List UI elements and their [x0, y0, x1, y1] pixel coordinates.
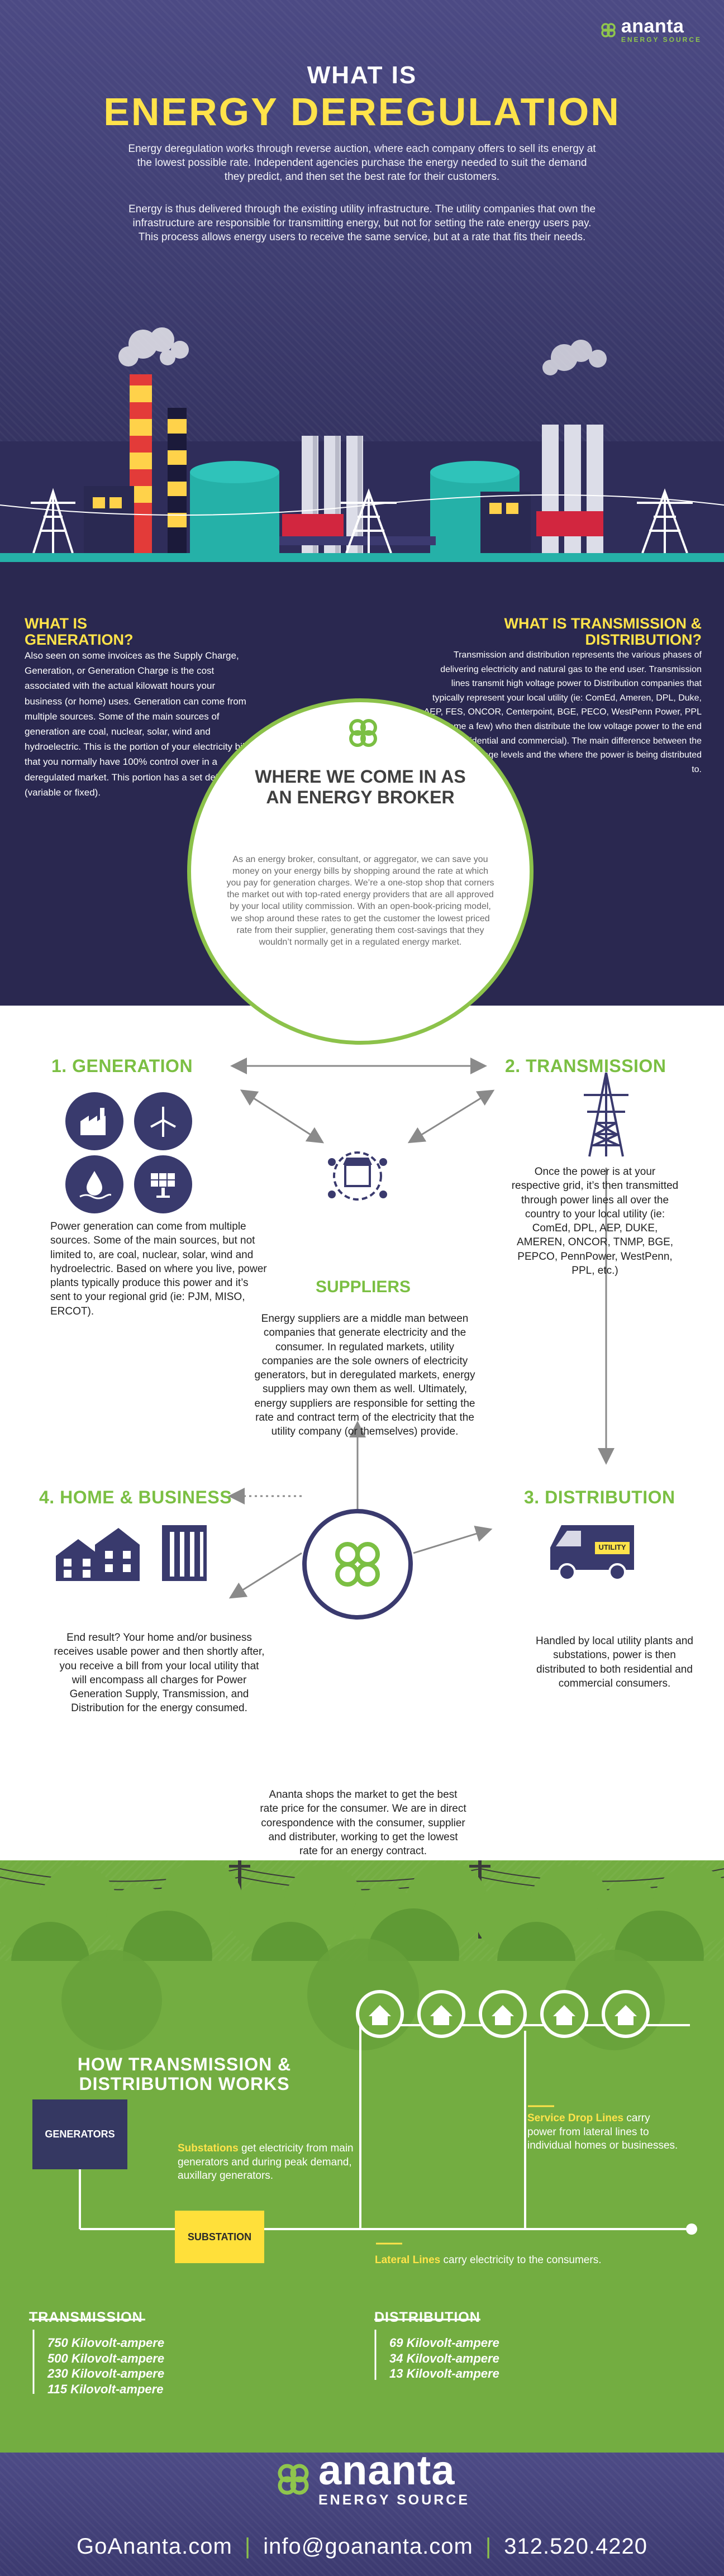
- footer-contact-bar: GoAnanta.com | info@goananta.com | 312.520.4…: [0, 2534, 724, 2559]
- factory-icon: [80, 1108, 106, 1135]
- lateral-lines-note: Lateral Lines carry electricity to the c…: [375, 2254, 609, 2268]
- power-plant-skyline-illustration: [0, 327, 724, 615]
- broker-text: As an energy broker, consultant, or aggr…: [226, 855, 494, 947]
- separator: |: [485, 2534, 492, 2559]
- hero-title-line2: ENERGY DEREGULATION: [103, 90, 621, 134]
- ananta-logo-icon: [601, 23, 616, 37]
- service-drop-note-text: carry power from lateral lines to indivi…: [527, 2112, 678, 2152]
- step-distribution-text: Handled by local utility plants and subs…: [535, 1635, 693, 1689]
- service-drop-note: Service Drop Lines carry power from late…: [527, 2112, 678, 2153]
- wind-turbine-icon: [150, 1107, 176, 1137]
- hero-title-line1: WHAT IS: [307, 61, 417, 89]
- step-generation-text: Power generation can come from multiple …: [50, 1221, 267, 1317]
- substations-note-bold: Substations: [178, 2142, 239, 2154]
- what-is-td-text: Transmission and distribution represents…: [423, 650, 702, 774]
- ananta-clover-icon: [349, 719, 377, 747]
- list-item: 500 Kilovolt-ampere: [47, 2351, 165, 2365]
- what-is-td-title: WHAT IS TRANSMISSION & DISTRIBUTION?: [504, 615, 702, 649]
- substation-box: SUBSTATION: [175, 2211, 264, 2263]
- transmission-tower-icon: [584, 1072, 628, 1157]
- what-is-generation-text: Also seen on some invoices as the Supply…: [25, 650, 253, 798]
- header-logo-tagline: ENERGY SOURCE: [621, 36, 702, 44]
- step-transmission-title: 2. TRANSMISSION: [505, 1056, 666, 1076]
- solar-panel-icon: [151, 1173, 175, 1198]
- process-diagram-arrows: [56, 1058, 634, 1620]
- service-drop-note-bold: Service Drop Lines: [527, 2112, 624, 2124]
- ananta-role-text: Ananta shops the market to get the best …: [260, 1789, 466, 1858]
- phone-link[interactable]: 312.520.4220: [504, 2534, 647, 2559]
- water-drop-icon: [79, 1171, 111, 1199]
- step-transmission-text: Once the power is at your respective gri…: [511, 1166, 679, 1277]
- distribution-levels-list: 69 Kilovolt-ampere 34 Kilovolt-ampere 13…: [389, 2335, 499, 2382]
- suppliers-title: SUPPLIERS: [315, 1278, 411, 1296]
- list-item: 13 Kilovolt-ampere: [389, 2367, 499, 2380]
- list-item: 230 Kilovolt-ampere: [47, 2367, 165, 2380]
- list-item: 115 Kilovolt-ampere: [47, 2382, 164, 2396]
- footer-logo-tagline: ENERGY SOURCE: [318, 2492, 470, 2508]
- list-item: 69 Kilovolt-ampere: [389, 2336, 499, 2350]
- list-item: 34 Kilovolt-ampere: [389, 2351, 499, 2365]
- hero-paragraph-2: Energy is thus delivered through the exi…: [128, 203, 596, 244]
- hero-section: ananta ENERGY SOURCE WHAT IS ENERGY DERE…: [0, 0, 724, 615]
- broker-title: WHERE WE COME IN AS AN ENERGY BROKER: [255, 766, 466, 808]
- website-link[interactable]: GoAnanta.com: [77, 2534, 232, 2559]
- header-logo-word: ananta: [621, 16, 684, 37]
- generation-source-coal: [65, 1092, 123, 1150]
- lateral-lines-note-text: carry electricity to the consumers.: [440, 2254, 602, 2266]
- step-distribution-title: 3. DISTRIBUTION: [524, 1487, 675, 1507]
- footer-logo-word: ananta: [318, 2447, 455, 2493]
- footer-logo[interactable]: ananta ENERGY SOURCE: [274, 2450, 470, 2508]
- email-link[interactable]: info@goananta.com: [263, 2534, 473, 2559]
- what-is-generation-title: WHAT IS GENERATION?: [25, 615, 134, 649]
- step-home-business-title: 4. HOME & BUSINESS: [39, 1487, 232, 1507]
- header-logo[interactable]: ananta ENERGY SOURCE: [600, 17, 702, 44]
- utility-truck-label: UTILITY: [598, 1543, 626, 1551]
- home-business-buildings-icon: [56, 1525, 207, 1581]
- how-td-works-title: HOW TRANSMISSION & DISTRIBUTION WORKS: [77, 2054, 292, 2094]
- ananta-circle-logo-icon: [335, 1542, 380, 1587]
- grid-network-illustration: [0, 1860, 724, 2453]
- suppliers-store-icon: [328, 1151, 387, 1201]
- generators-box: GENERATORS: [32, 2099, 127, 2169]
- generation-source-wind: [134, 1092, 192, 1150]
- transmission-levels-heading: TRANSMISSION: [29, 2310, 143, 2325]
- step-generation-title: 1. GENERATION: [51, 1056, 193, 1076]
- utility-truck-icon: [550, 1525, 634, 1581]
- broker-circle: [187, 698, 534, 1045]
- generation-source-solar: [134, 1155, 192, 1213]
- suppliers-text: Energy suppliers are a middle man betwee…: [254, 1313, 475, 1438]
- footer: [0, 2453, 724, 2576]
- lateral-lines-note-bold: Lateral Lines: [375, 2254, 441, 2266]
- transmission-levels-list: 750 Kilovolt-ampere 500 Kilovolt-ampere …: [47, 2335, 164, 2397]
- list-item: 750 Kilovolt-ampere: [47, 2336, 165, 2350]
- substations-note: Substations get electricity from main ge…: [178, 2142, 384, 2183]
- generation-source-hydro: [65, 1155, 123, 1213]
- step-home-business-text: End result? Your home and/or business re…: [54, 1632, 265, 1715]
- ananta-logo-icon: [278, 2464, 309, 2494]
- distribution-levels-heading: DISTRIBUTION: [374, 2310, 480, 2325]
- substations-note-text: get electricity from main generators and…: [178, 2142, 354, 2182]
- hero-paragraph-1: Energy deregulation works through revers…: [128, 143, 596, 183]
- house-icons: [356, 1990, 650, 2038]
- separator: |: [244, 2534, 251, 2559]
